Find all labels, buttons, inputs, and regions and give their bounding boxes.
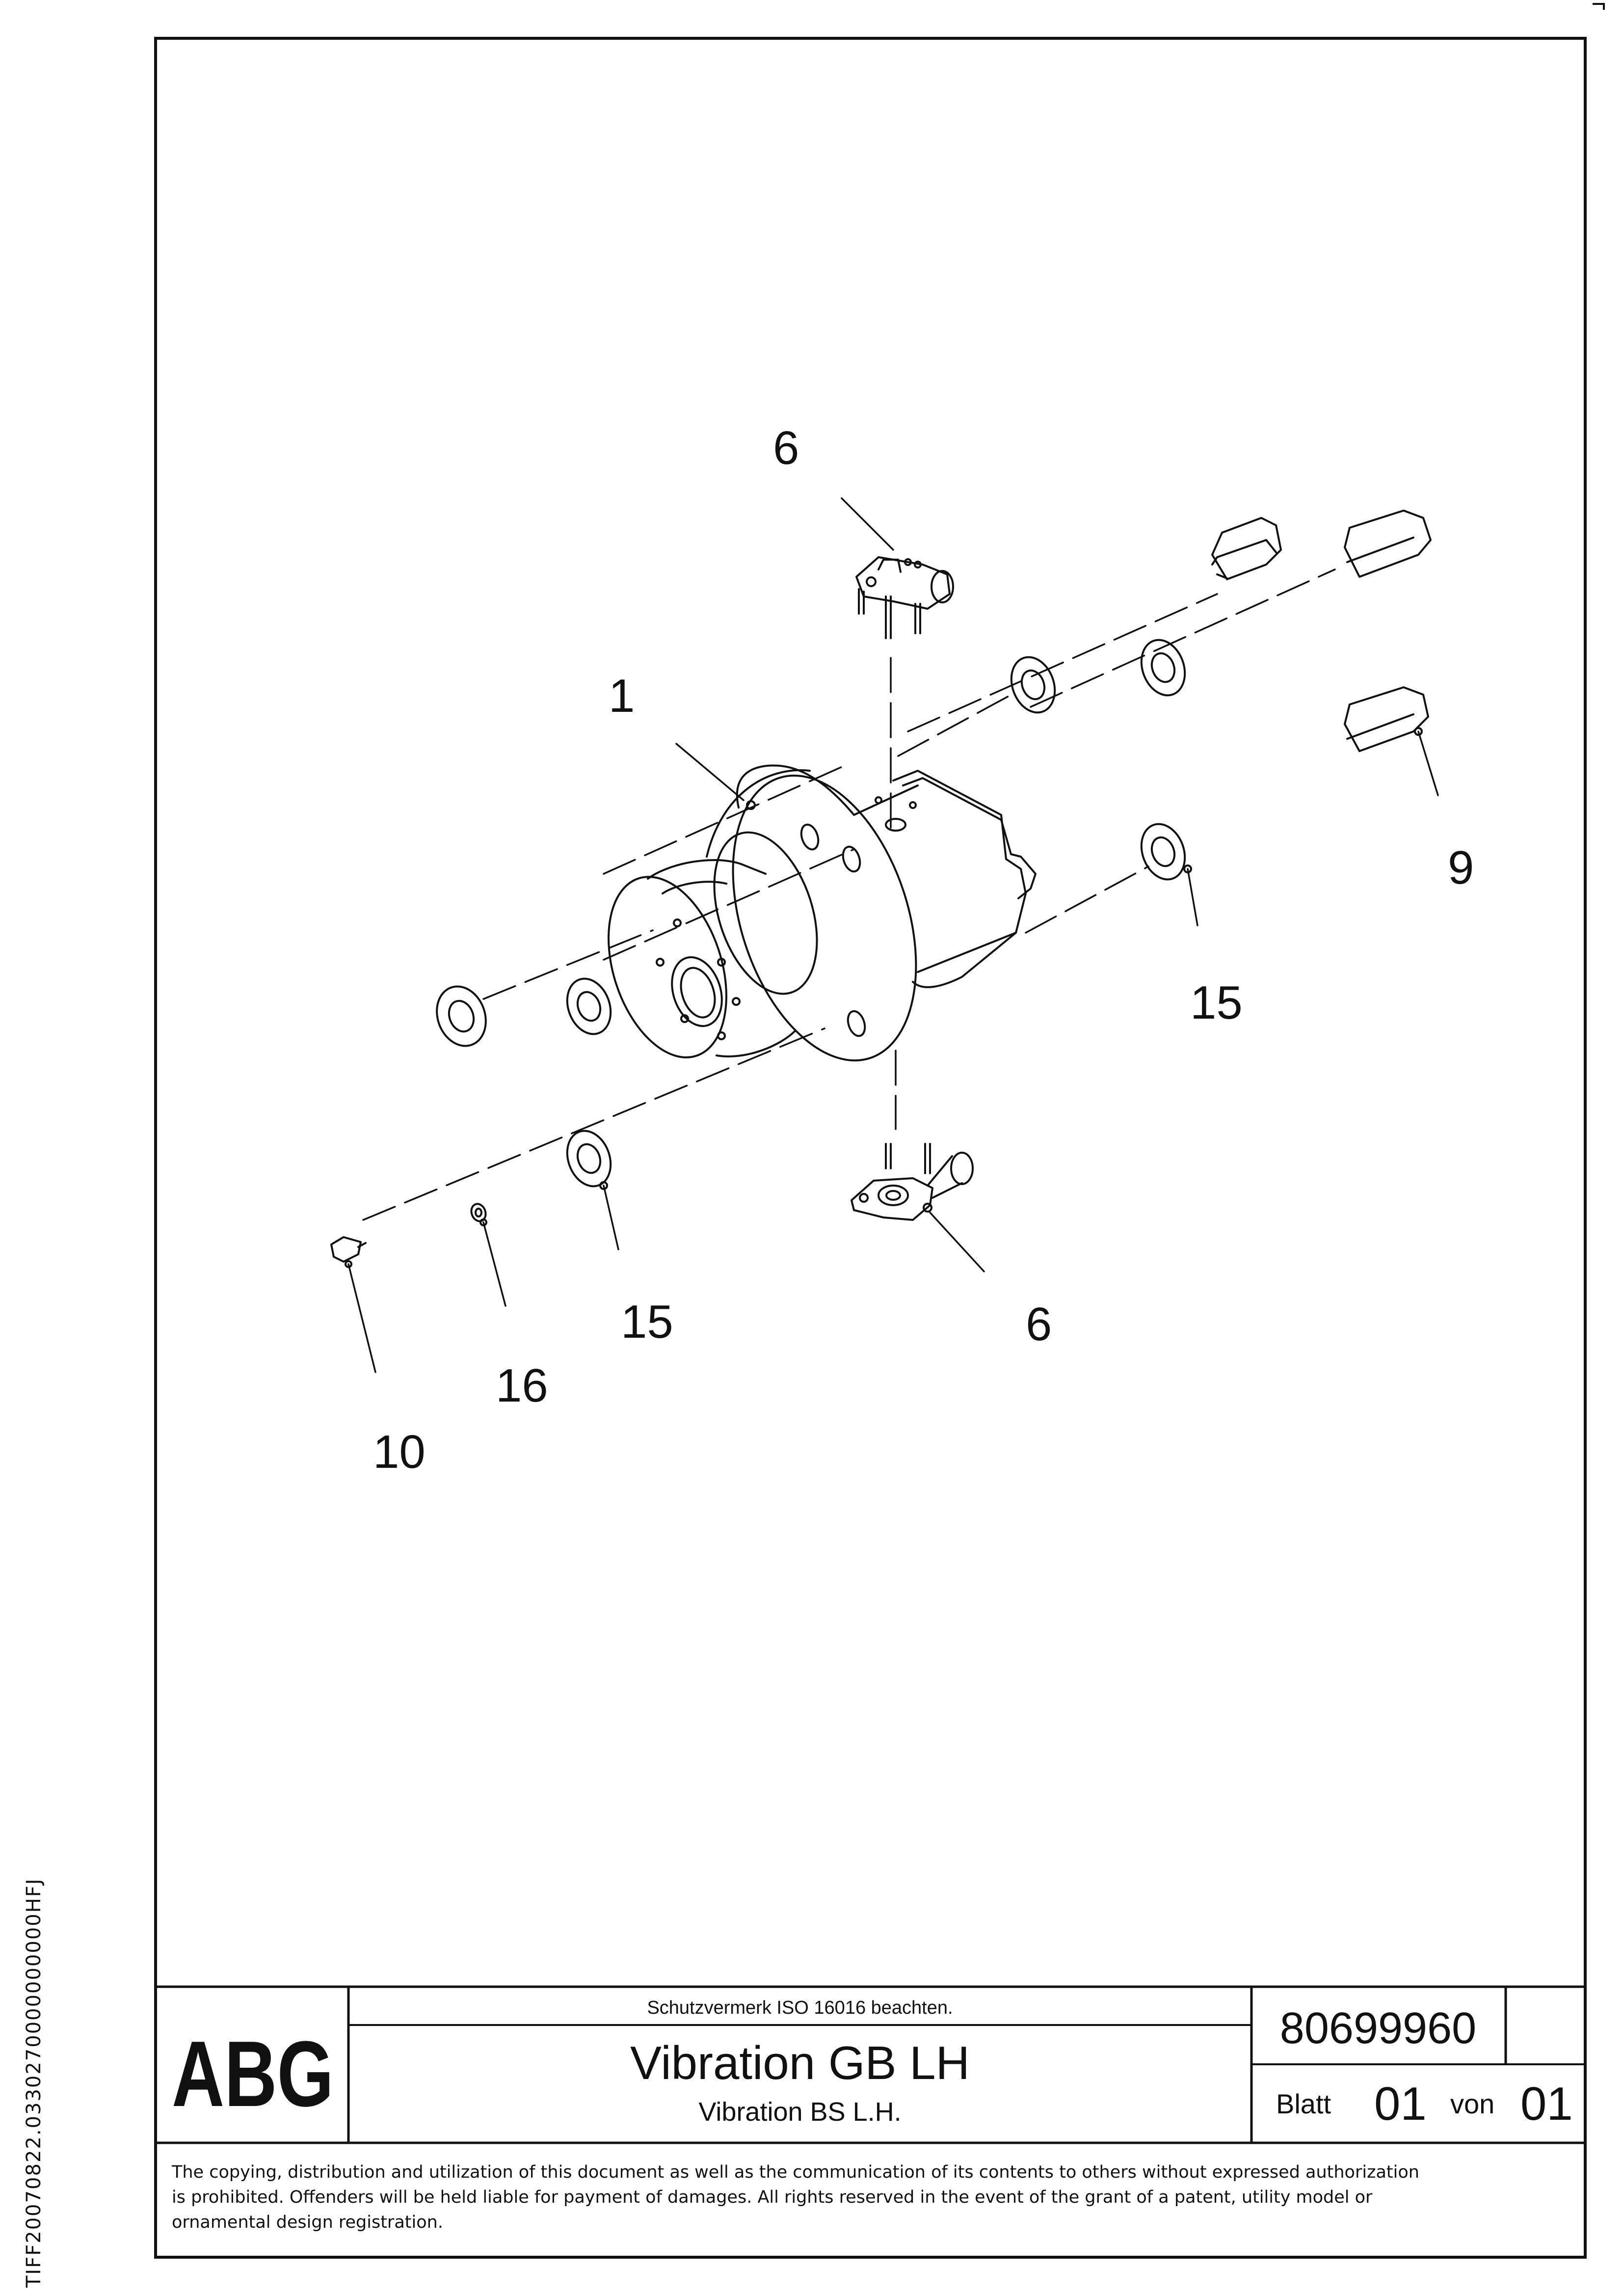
sheet-frame bbox=[154, 37, 1587, 2259]
corner-mark bbox=[1593, 3, 1605, 10]
part-number: 80699960 bbox=[1280, 2004, 1476, 2053]
copyright-line: ornamental design registration. bbox=[172, 2213, 443, 2232]
copyright-notice: The copying, distribution and utilizatio… bbox=[172, 2160, 1575, 2235]
callout-6-bottom: 6 bbox=[1026, 1298, 1052, 1351]
of-label: von bbox=[1450, 2088, 1494, 2119]
callout-15-right: 15 bbox=[1190, 976, 1243, 1029]
exploded-view-drawing bbox=[330, 497, 1439, 1373]
copyright-line: is prohibited. Offenders will be held li… bbox=[172, 2188, 1373, 2207]
side-file-code: TIFF20070822.0330270000000000HFJ bbox=[23, 1878, 45, 2288]
sheet-total: 01 bbox=[1520, 2078, 1573, 2130]
callout-10: 10 bbox=[373, 1426, 426, 1478]
drawing-subtitle: Vibration BS L.H. bbox=[698, 2097, 901, 2127]
callout-1: 1 bbox=[609, 670, 635, 722]
callout-9: 9 bbox=[1448, 841, 1474, 894]
protection-note: Schutzvermerk ISO 16016 beachten. bbox=[647, 1998, 953, 2018]
callout-16: 16 bbox=[496, 1359, 548, 1412]
callout-15-left: 15 bbox=[621, 1296, 673, 1348]
drawing-title: Vibration GB LH bbox=[630, 2037, 970, 2089]
abg-logo: ABG bbox=[172, 2022, 334, 2126]
copyright-line: The copying, distribution and utilizatio… bbox=[172, 2162, 1419, 2182]
sheet-label: Blatt bbox=[1276, 2088, 1331, 2119]
callout-6-top: 6 bbox=[773, 422, 799, 474]
sheet-number: 01 bbox=[1374, 2078, 1427, 2130]
